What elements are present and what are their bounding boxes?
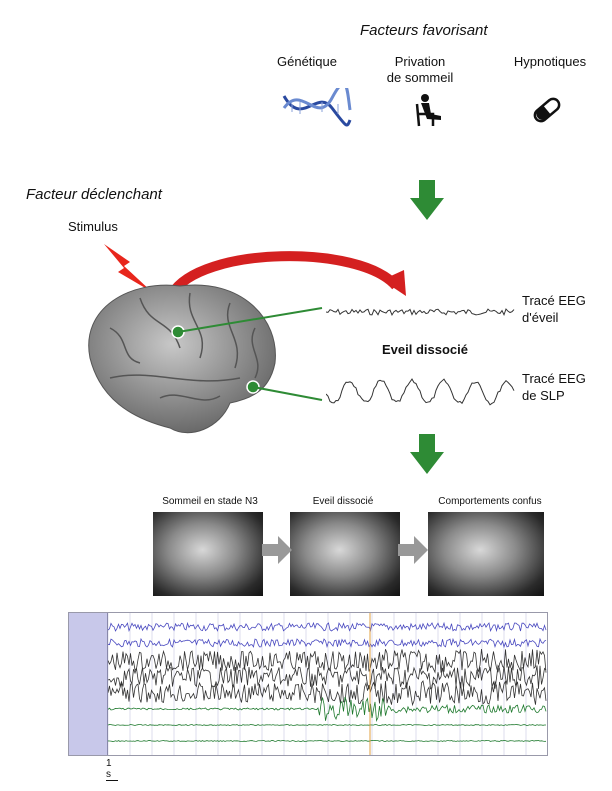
favoring-title: Facteurs favorisant (360, 22, 488, 39)
arrow-down-icon (410, 180, 444, 220)
photo-confused-behavior (428, 512, 544, 596)
stage-n3-caption: Sommeil en stade N3 (162, 496, 258, 507)
eeg-slp-trace (326, 378, 515, 406)
factor-genetics-label: Génétique (277, 54, 337, 69)
dna-icon (282, 88, 352, 127)
confused-behavior-caption: Comportements confus (438, 496, 542, 507)
stimulus-label: Stimulus (68, 219, 118, 234)
sleep-deprivation-line2: de sommeil (386, 70, 454, 85)
channel-trace-5 (108, 696, 547, 722)
sleep-deprivation-line1: Privation (394, 54, 446, 69)
channel-labels-column (69, 613, 108, 755)
channel-trace-6 (108, 724, 547, 726)
gray-arrow-icon (262, 536, 292, 564)
channel-trace-3 (108, 664, 547, 690)
polysomnography-traces (108, 613, 547, 755)
eeg-wake-trace (326, 308, 515, 317)
trigger-title: Facteur déclenchant (26, 186, 162, 203)
channel-trace-0 (108, 621, 547, 633)
polysomnography-panel (68, 612, 548, 756)
factor-sleep-deprivation-label: Privation de sommeil (380, 54, 460, 86)
eeg-wake-line2: d'éveil (522, 310, 559, 325)
pill-icon (533, 97, 561, 123)
brain-image (88, 284, 276, 434)
sleeping-person-icon (415, 94, 441, 127)
red-curved-arrow (167, 251, 406, 297)
factor-hypnotics-label: Hypnotiques (513, 54, 587, 69)
lightning-icon (104, 244, 152, 292)
channel-trace-4 (108, 679, 547, 707)
eeg-slp-line2: de SLP (522, 388, 565, 403)
time-scale-label: 1 s (106, 758, 118, 781)
eeg-wake-line1: Tracé EEG (522, 293, 586, 308)
eeg-slp-line1: Tracé EEG (522, 371, 586, 386)
photo-dissociated-wake (290, 512, 400, 596)
channel-trace-1 (108, 637, 547, 649)
eeg-wake-label: Tracé EEG d'éveil (522, 292, 586, 326)
channel-trace-2 (108, 648, 547, 674)
eeg-slp-label: Tracé EEG de SLP (522, 370, 586, 404)
channel-trace-7 (108, 740, 547, 742)
dissociated-wake-caption: Eveil dissocié (312, 496, 374, 507)
arrow-down-icon (410, 434, 444, 474)
photo-stage-n3 (153, 512, 263, 596)
dissociated-wake-label: Eveil dissocié (382, 342, 468, 357)
gray-arrow-icon (398, 536, 428, 564)
